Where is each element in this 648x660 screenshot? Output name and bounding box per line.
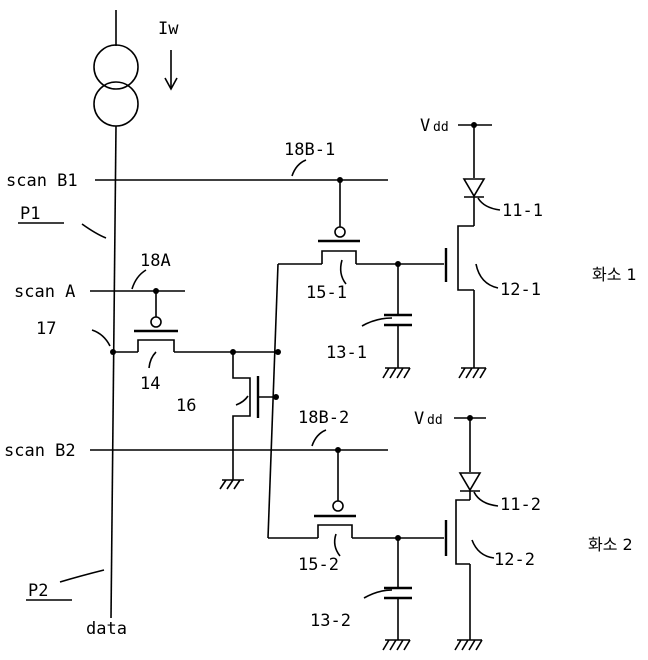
pixel1-kor-label: 화소 1: [592, 265, 637, 284]
leader-lines: [60, 160, 500, 598]
current-arrow: [165, 50, 177, 89]
scan-b1-label: scan B1: [6, 171, 78, 191]
led-11-2: [454, 418, 486, 500]
tft-15-1-label: 15-1: [306, 283, 347, 303]
led-11-2-label: 11-2: [500, 495, 541, 515]
drive-12-2-label: 12-2: [494, 550, 535, 570]
data-line: [111, 126, 116, 618]
led-11-1-label: 11-1: [502, 201, 543, 221]
drive-tft-12-1: [446, 226, 486, 378]
gate-bus-line: [268, 264, 278, 538]
tft-16-label: 16: [176, 396, 196, 416]
tft-15-2-label: 15-2: [298, 555, 339, 575]
vdd-2-sub: dd: [427, 413, 443, 428]
line-18a-label: 18A: [140, 251, 171, 271]
vdd-2-main: V: [414, 409, 424, 429]
capacitor-13-2: [383, 538, 412, 650]
tft-14: [114, 291, 278, 352]
scan-b2-label: scan B2: [4, 441, 76, 461]
tft-15-1: [278, 180, 444, 264]
tft-14-label: 14: [140, 374, 160, 394]
tft-16: [220, 352, 278, 489]
vdd-1-main: V: [420, 116, 430, 136]
capacitor-13-1: [383, 264, 412, 378]
data-label: data: [86, 619, 127, 639]
cap-13-1-label: 13-1: [326, 343, 367, 363]
led-11-1: [458, 125, 492, 226]
drive-tft-12-2: [446, 500, 482, 650]
scan-a-label: scan A: [14, 282, 75, 302]
line-18b2-label: 18B-2: [298, 408, 349, 428]
line-18b1-label: 18B-1: [284, 140, 335, 160]
cap-13-2-label: 13-2: [310, 611, 351, 631]
current-label: Iw: [158, 19, 179, 39]
pixel2-kor-label: 화소 2: [588, 535, 633, 554]
pixel-p1-label: P1: [20, 204, 40, 224]
vdd-1-sub: dd: [433, 120, 449, 135]
pixel-p2-label: P2: [28, 581, 48, 601]
drive-12-1-label: 12-1: [500, 280, 541, 300]
node-17-label: 17: [36, 319, 56, 339]
tft-15-2: [268, 450, 444, 538]
current-source: [94, 10, 138, 126]
